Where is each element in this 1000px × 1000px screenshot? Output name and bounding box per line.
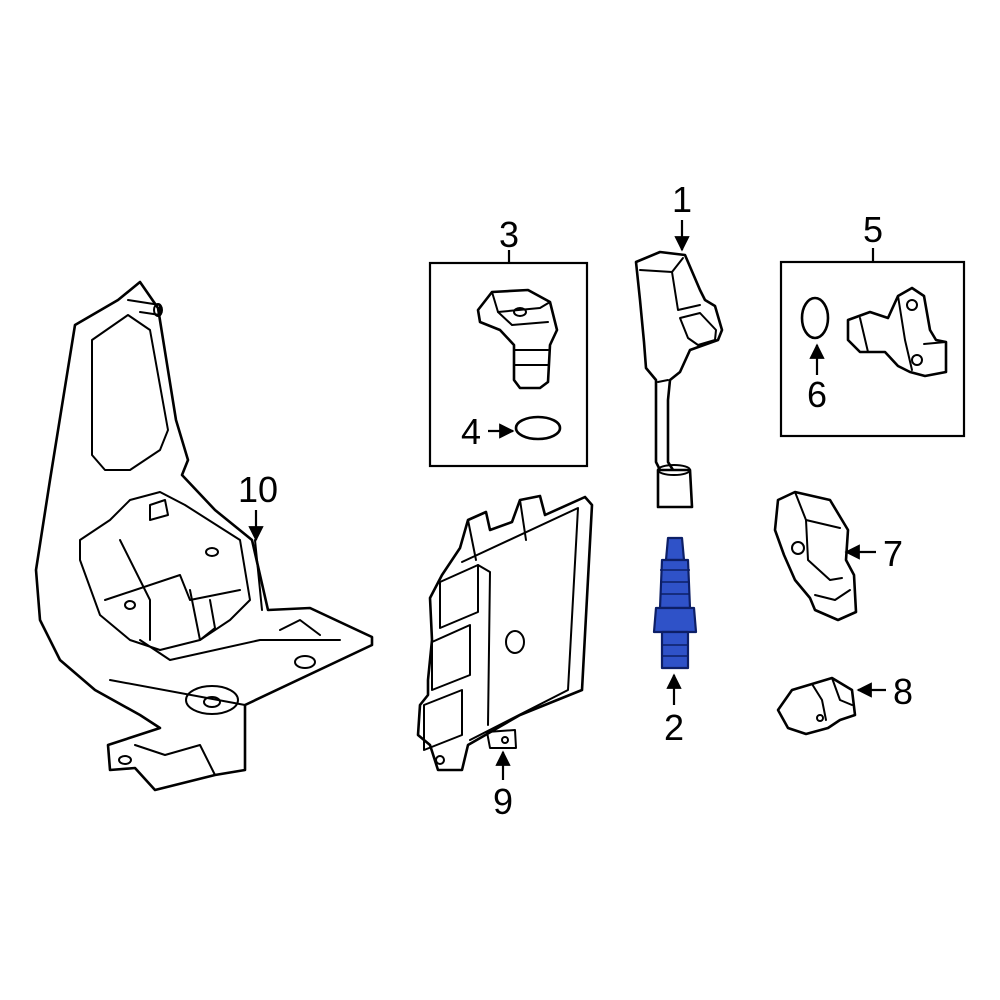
part-8-sensor[interactable]	[776, 676, 857, 736]
part-2-spark-plug[interactable]	[652, 536, 698, 670]
callout-9: 9	[493, 781, 513, 822]
callout-10: 10	[238, 469, 278, 510]
callout-5: 5	[863, 209, 883, 250]
part-7-sensor[interactable]	[773, 490, 858, 622]
callout-8: 8	[893, 671, 913, 712]
part-10-heat-shield[interactable]	[34, 280, 374, 792]
callout-7: 7	[883, 533, 903, 574]
callout-2: 2	[664, 707, 684, 748]
part-4-o-ring[interactable]	[514, 415, 562, 441]
part-3-sensor[interactable]	[476, 288, 559, 390]
part-6-o-ring[interactable]	[800, 296, 830, 340]
leaders	[248, 220, 886, 780]
part-1-ignition-coil[interactable]	[634, 250, 724, 509]
part-9-control-module[interactable]	[416, 494, 594, 772]
callout-6: 6	[807, 374, 827, 415]
callout-1: 1	[672, 179, 692, 220]
callout-3: 3	[499, 214, 519, 255]
callout-4: 4	[461, 411, 481, 452]
part-5-sensor[interactable]	[846, 286, 948, 378]
